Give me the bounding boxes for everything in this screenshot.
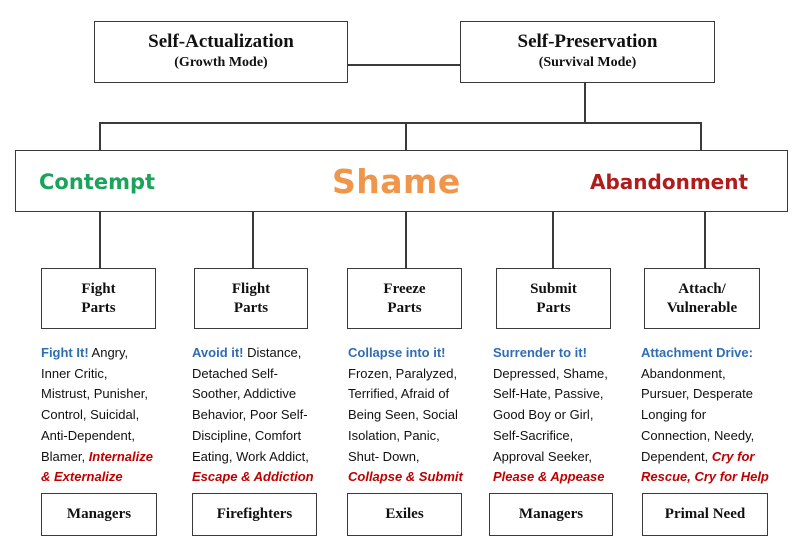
attach-description: Attachment Drive: Abandonment, Pursuer, … bbox=[641, 343, 769, 488]
flight-line: Soother, Addictive bbox=[192, 386, 297, 402]
emotion-band bbox=[15, 150, 788, 212]
flight-line: Behavior, Poor Self- bbox=[192, 407, 308, 423]
flight-line: Discipline, Comfort bbox=[192, 427, 302, 443]
submit-accent: Please & Appease bbox=[493, 469, 605, 485]
fight-line: Control, Suicidal, bbox=[41, 407, 140, 423]
abandonment-label: Abandonment bbox=[590, 170, 749, 194]
flight-accent: Escape & Addiction bbox=[192, 469, 314, 485]
flight-lead: Avoid it! bbox=[192, 345, 244, 360]
freeze-lead: Collapse into it! bbox=[348, 345, 446, 360]
self-actualization-subtitle: (Growth Mode) bbox=[174, 55, 268, 70]
fight-parts-line2: Parts bbox=[81, 299, 116, 316]
submit-parts-box: Submit Parts bbox=[496, 268, 611, 329]
attach-line: Longing for bbox=[641, 407, 707, 423]
shame-label: Shame bbox=[332, 162, 461, 201]
fight-parts-line1: Fight bbox=[81, 280, 116, 297]
connector-attach bbox=[704, 211, 706, 269]
attach-vulnerable-line2: Vulnerable bbox=[666, 299, 738, 316]
attach-lead: Attachment Drive: bbox=[641, 345, 753, 360]
freeze-parts-line1: Freeze bbox=[383, 280, 426, 297]
freeze-line: Shut- Down, bbox=[348, 448, 420, 464]
firefighters-box: Firefighters bbox=[192, 493, 317, 536]
attach-accent: Cry for bbox=[711, 448, 755, 464]
fight-description: Fight It! Angry, Inner Critic, Mistrust,… bbox=[41, 343, 153, 488]
connector-branch-left bbox=[99, 122, 101, 151]
fight-line: Angry, bbox=[88, 345, 129, 360]
submit-lead: Surrender to it! bbox=[493, 345, 587, 360]
managers-box: Managers bbox=[41, 493, 157, 536]
self-preservation-subtitle: (Survival Mode) bbox=[538, 55, 637, 70]
fight-accent: Internalize bbox=[88, 448, 153, 464]
self-actualization-box: Self-Actualization (Growth Mode) bbox=[94, 21, 348, 83]
submit-description: Surrender to it! Depressed, Shame, Self-… bbox=[493, 343, 608, 488]
freeze-line: Being Seen, Social bbox=[348, 407, 458, 423]
freeze-parts-line2: Parts bbox=[387, 299, 422, 316]
connector-submit bbox=[552, 211, 554, 269]
freeze-line: Frozen, Paralyzed, bbox=[348, 365, 458, 381]
attach-vulnerable-line1: Attach/ bbox=[678, 280, 726, 297]
connector-branch-right bbox=[700, 122, 702, 151]
submit-line: Self-Hate, Passive, bbox=[493, 386, 604, 402]
freeze-parts-box: Freeze Parts bbox=[347, 268, 462, 329]
exiles-box: Exiles bbox=[347, 493, 462, 536]
submit-line: Self-Sacrifice, bbox=[493, 427, 574, 443]
fight-lead: Fight It! bbox=[41, 345, 89, 360]
flight-parts-line1: Flight bbox=[231, 280, 271, 297]
fight-accent: & Externalize bbox=[41, 469, 123, 485]
flight-parts-line2: Parts bbox=[233, 299, 269, 316]
freeze-line: Isolation, Panic, bbox=[348, 427, 440, 443]
attach-accent: Rescue, Cry for Help bbox=[641, 469, 769, 485]
flight-line: Detached Self- bbox=[192, 365, 278, 381]
contempt-label: Contempt bbox=[39, 170, 156, 194]
attach-vulnerable-box: Attach/ Vulnerable bbox=[644, 268, 760, 329]
flight-line: Distance, bbox=[243, 345, 302, 360]
primal-need-box: Primal Need bbox=[642, 493, 768, 536]
connector-freeze bbox=[405, 211, 407, 269]
fight-line: Mistrust, Punisher, bbox=[41, 386, 148, 402]
freeze-description: Collapse into it! Frozen, Paralyzed, Ter… bbox=[348, 343, 463, 488]
attach-line: Connection, Needy, bbox=[641, 427, 755, 443]
connector-fight bbox=[99, 211, 101, 269]
connector-branch-horizontal bbox=[99, 122, 701, 124]
freeze-line: Terrified, Afraid of bbox=[348, 386, 450, 402]
fight-parts-box: Fight Parts bbox=[41, 268, 156, 329]
flight-parts-box: Flight Parts bbox=[194, 268, 308, 329]
self-actualization-title: Self-Actualization bbox=[148, 31, 294, 52]
connector-top-horizontal bbox=[347, 64, 461, 66]
attach-line: Dependent, bbox=[641, 448, 712, 464]
fight-line: Anti-Dependent, bbox=[41, 427, 135, 443]
connector-flight bbox=[252, 211, 254, 269]
self-preservation-box: Self-Preservation (Survival Mode) bbox=[460, 21, 715, 83]
self-preservation-title: Self-Preservation bbox=[517, 31, 658, 52]
submit-parts-line1: Submit bbox=[530, 280, 577, 297]
submit-parts-line2: Parts bbox=[536, 299, 571, 316]
connector-branch-center bbox=[405, 122, 407, 151]
submit-line: Good Boy or Girl, bbox=[493, 407, 594, 423]
submit-line: Depressed, Shame, bbox=[493, 365, 608, 381]
attach-line: Pursuer, Desperate bbox=[641, 386, 754, 402]
submit-line: Approval Seeker, bbox=[493, 448, 593, 464]
freeze-accent: Collapse & Submit bbox=[348, 469, 463, 485]
attach-line: Abandonment, bbox=[641, 365, 726, 381]
fight-line: Blamer, bbox=[41, 448, 89, 464]
flight-description: Avoid it! Distance, Detached Self- Sooth… bbox=[192, 343, 314, 488]
managers-box-2: Managers bbox=[489, 493, 613, 536]
connector-preservation-down bbox=[584, 82, 586, 123]
flight-line: Eating, Work Addict, bbox=[192, 448, 309, 464]
fight-line: Inner Critic, bbox=[41, 365, 108, 381]
